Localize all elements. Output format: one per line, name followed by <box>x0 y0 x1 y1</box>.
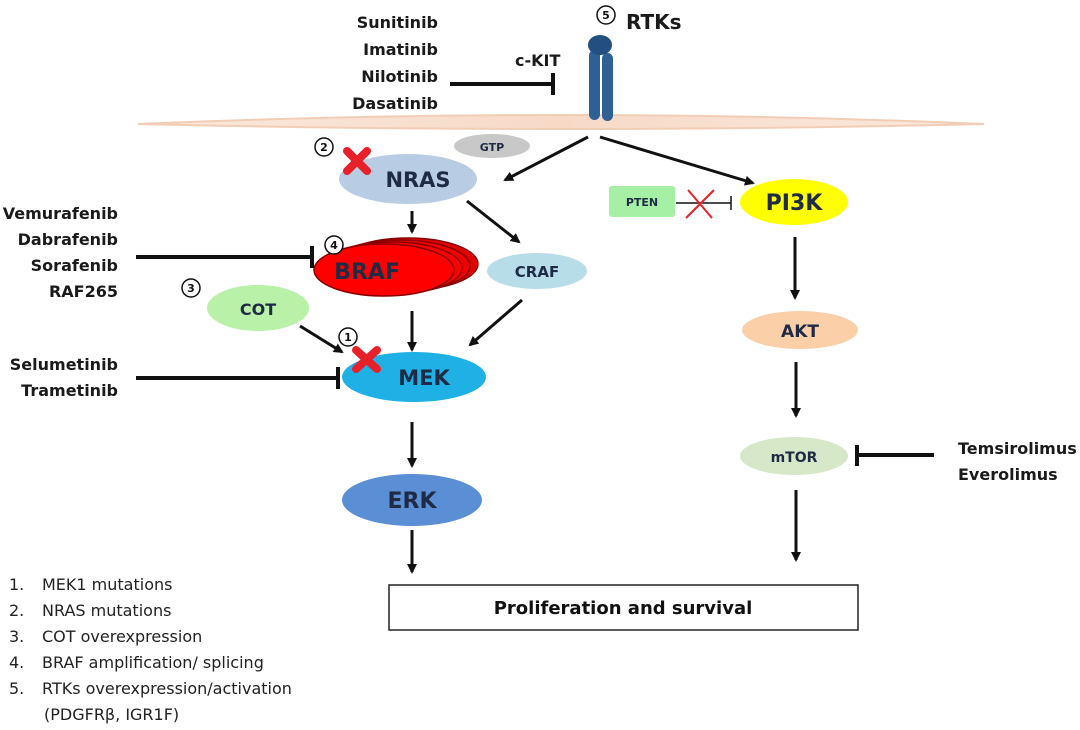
node-braf <box>313 237 479 297</box>
svg-text:3: 3 <box>187 282 195 295</box>
outcome-box <box>388 584 859 631</box>
mtor-inhibitor-list: Temsirolimus Everolimus <box>958 439 1077 484</box>
svg-text:5: 5 <box>602 9 610 22</box>
resistance-legend: 1. MEK1 mutations 2. NRAS mutations 3. C… <box>9 575 292 724</box>
ckit-inhibition-edge <box>450 73 555 95</box>
svg-text:CRAF: CRAF <box>515 263 559 281</box>
svg-text:GTP: GTP <box>480 141 504 154</box>
marker-4: 4 <box>324 235 344 255</box>
svg-text:RTKs overexpression/activation: RTKs overexpression/activation <box>42 679 292 698</box>
node-pten <box>609 186 675 217</box>
edge-craf-mek <box>468 298 523 347</box>
legend-item: 3. COT overexpression <box>9 627 202 646</box>
svg-text:BRAF amplification/ splicing: BRAF amplification/ splicing <box>42 653 264 672</box>
svg-text:1: 1 <box>344 331 352 344</box>
svg-text:2.: 2. <box>9 601 24 620</box>
mutation-x-icon-nras <box>343 147 371 175</box>
marker-3: 3 <box>181 278 201 298</box>
node-mtor <box>740 437 848 475</box>
node-pi3k <box>740 179 848 225</box>
svg-text:(PDGFRβ, IGR1F): (PDGFRβ, IGR1F) <box>44 705 179 724</box>
braf-inhibitor-list: Vemurafenib Dabrafenib Sorafenib RAF265 <box>3 204 118 301</box>
mutation-x-icon-mek <box>352 346 381 373</box>
drug-nilotinib: Nilotinib <box>361 67 438 86</box>
mek-inhibitor-list: Selumetinib Trametinib <box>10 355 118 400</box>
drug-temsirolimus: Temsirolimus <box>958 439 1077 458</box>
mek-inhibition-edge <box>136 367 340 389</box>
legend-item: 4. BRAF amplification/ splicing <box>9 653 264 672</box>
pten-inhibition-edge <box>676 196 732 210</box>
rtk-inhibitor-list: Sunitinib Imatinib Nilotinib Dasatinib <box>352 13 438 113</box>
node-mek <box>342 352 486 402</box>
drug-raf265: RAF265 <box>49 282 118 301</box>
svg-text:NRAS: NRAS <box>385 168 450 192</box>
drug-vemurafenib: Vemurafenib <box>3 204 118 223</box>
marker-1: 1 <box>338 327 358 347</box>
drug-dasatinib: Dasatinib <box>352 94 438 113</box>
svg-text:4: 4 <box>330 239 338 252</box>
svg-text:4.: 4. <box>9 653 24 672</box>
svg-text:2: 2 <box>320 141 328 154</box>
edge-cot-mek <box>299 324 344 354</box>
svg-text:ERK: ERK <box>387 489 437 514</box>
edge-rtk-nras <box>503 135 589 182</box>
node-craf <box>487 253 587 289</box>
svg-text:PTEN: PTEN <box>626 196 658 209</box>
drug-dabrafenib: Dabrafenib <box>18 230 118 249</box>
svg-text:NRAS mutations: NRAS mutations <box>42 601 171 620</box>
node-cot <box>207 285 309 331</box>
svg-text:MEK: MEK <box>398 366 450 390</box>
drug-sunitinib: Sunitinib <box>357 13 438 32</box>
marker-5: 5 <box>596 5 616 25</box>
braf-inhibition-edge <box>136 246 314 268</box>
ckit-label: c-KIT <box>515 51 560 70</box>
rtks-label: RTKs <box>626 10 682 34</box>
svg-text:1.: 1. <box>9 575 24 594</box>
edge-nras-craf <box>466 199 521 244</box>
node-gtp <box>454 134 530 158</box>
rtk-receptor-icon <box>588 35 613 121</box>
svg-text:PI3K: PI3K <box>766 191 824 216</box>
drug-trametinib: Trametinib <box>21 381 118 400</box>
outcome-label: Proliferation and survival <box>494 598 753 619</box>
legend-item: 1. MEK1 mutations <box>9 575 172 594</box>
svg-text:COT overexpression: COT overexpression <box>42 627 202 646</box>
legend-item: 2. NRAS mutations <box>9 601 171 620</box>
svg-text:mTOR: mTOR <box>771 450 818 466</box>
svg-text:BRAF: BRAF <box>334 260 400 285</box>
svg-text:5.: 5. <box>9 679 24 698</box>
svg-text:MEK1 mutations: MEK1 mutations <box>42 575 172 594</box>
svg-text:3.: 3. <box>9 627 24 646</box>
loss-x-icon-pten <box>685 189 715 219</box>
legend-item: (PDGFRβ, IGR1F) <box>44 705 179 724</box>
drug-imatinib: Imatinib <box>363 40 438 59</box>
svg-text:COT: COT <box>240 300 276 319</box>
node-akt <box>742 311 858 349</box>
legend-item: 5. RTKs overexpression/activation <box>9 679 292 698</box>
mtor-inhibition-edge <box>855 445 934 466</box>
cell-membrane <box>137 114 985 130</box>
node-erk <box>342 474 482 526</box>
node-nras <box>339 154 477 204</box>
edge-rtk-pi3k <box>599 135 755 186</box>
drug-sorafenib: Sorafenib <box>31 256 118 275</box>
drug-everolimus: Everolimus <box>958 465 1058 484</box>
marker-2: 2 <box>314 137 334 157</box>
drug-selumetinib: Selumetinib <box>10 355 118 374</box>
svg-text:AKT: AKT <box>781 322 819 342</box>
